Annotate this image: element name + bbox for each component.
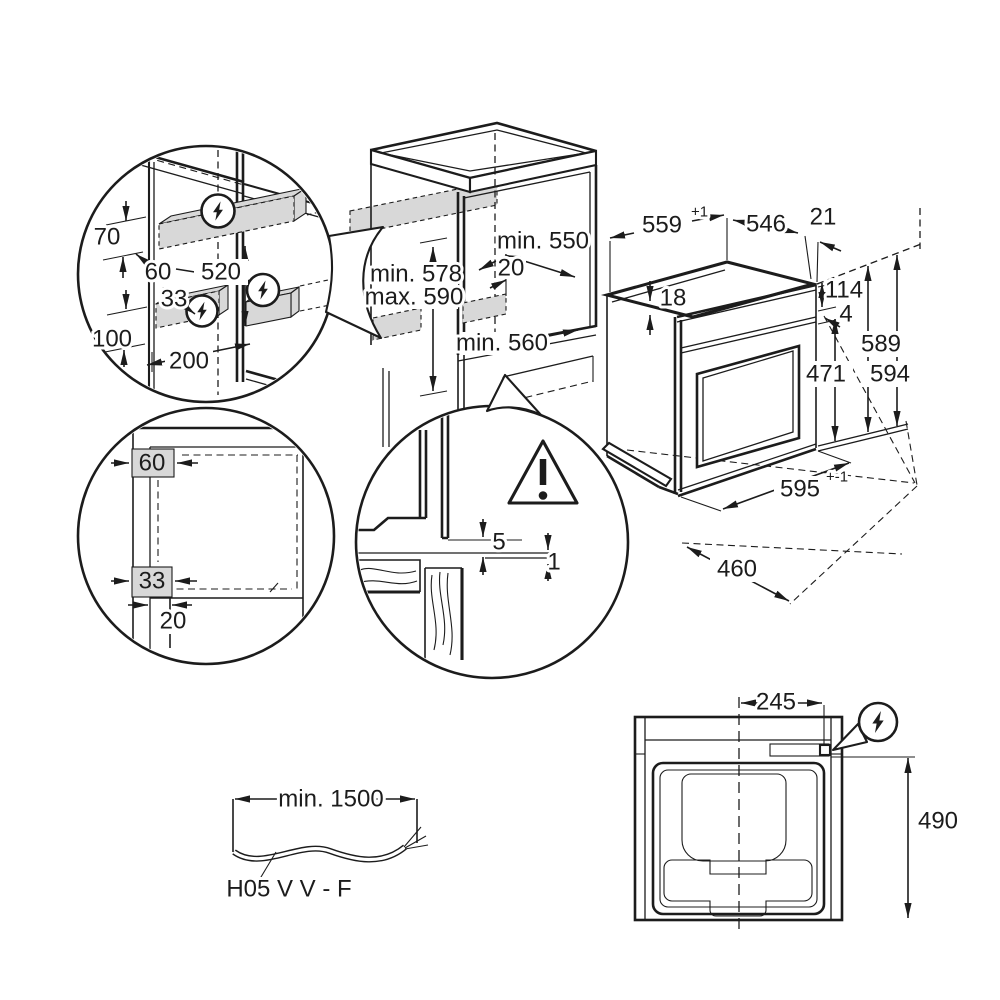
cable-type-label: H05 V V - F [226, 876, 351, 903]
oven-door-handle [601, 441, 673, 488]
oven-plan-view [633, 697, 915, 929]
gap-callout-pointer [485, 373, 543, 417]
dim-plan-33-label: 33 [139, 568, 166, 595]
dim-min578-label: min. 578 [370, 261, 462, 288]
dim-100-label: 100 [92, 326, 132, 353]
dim-60-label: 60 [145, 259, 172, 286]
dim-589-label: 589 [861, 331, 901, 358]
vent-outline [663, 859, 813, 917]
cable-length-label: min. 1500 [278, 786, 383, 813]
dim-595-tolerance: +-1 [826, 469, 848, 486]
oven-body-outline [651, 761, 826, 916]
dim-18-label: 18 [660, 285, 687, 312]
detail-callout-pointer [324, 225, 385, 340]
dim-min560-label: min. 560 [456, 330, 548, 357]
connection-zone-left [372, 307, 422, 341]
dim-max590-label: max. 590 [365, 284, 464, 311]
dim-21-label: 21 [810, 204, 837, 231]
dim-33-label: 33 [161, 286, 188, 313]
dim-4-label: 4 [839, 301, 852, 328]
oven-drawing [600, 208, 922, 605]
corner-plan-detail [76, 406, 336, 666]
dim-200-label: 200 [169, 348, 209, 375]
dim-plan-60-label: 60 [139, 450, 166, 477]
wire-ends-icon [403, 826, 429, 850]
dim-546-label: 546 [746, 211, 786, 238]
dim-1-label: 1 [547, 549, 560, 576]
dim-471-label: 471 [806, 361, 846, 388]
gap-detail [354, 404, 630, 680]
connection-zone-niche [462, 293, 507, 324]
warning-icon [507, 439, 579, 505]
dim-plan-20-label: 20 [160, 608, 187, 635]
electrical-connection-icon [831, 701, 899, 752]
mains-cable-drawing [232, 795, 429, 883]
connection-zone-plan-top [131, 448, 175, 478]
dim-5-label: 5 [492, 529, 505, 556]
dim-245-label: 245 [756, 689, 796, 716]
electrical-connection-icon [245, 272, 281, 308]
dim-594-label: 594 [870, 361, 910, 388]
connection-zone-bar [349, 180, 498, 236]
connection-box [818, 743, 832, 757]
dim-595-label: 595 [780, 476, 820, 503]
oven-door-window [695, 344, 801, 469]
dim-114-label: 114 [825, 277, 863, 304]
dim-559-label: 559 [642, 212, 682, 239]
dim-min550-label: min. 550 [497, 228, 589, 255]
dim-70-label: 70 [94, 224, 121, 251]
dim-460-label: 460 [717, 556, 757, 583]
dim-559-tolerance: +1 [691, 204, 708, 221]
dim-520-label: 520 [201, 259, 241, 286]
connection-zone-plan-side [131, 566, 173, 598]
dim-20-label: 20 [498, 255, 525, 282]
label-backings [159, 257, 918, 634]
dimension-labels: 70 60 520 33 100 200 min. 550 20 min. 57… [89, 201, 961, 906]
electrical-connection-icon [200, 193, 236, 229]
dim-490-label: 490 [918, 808, 958, 835]
